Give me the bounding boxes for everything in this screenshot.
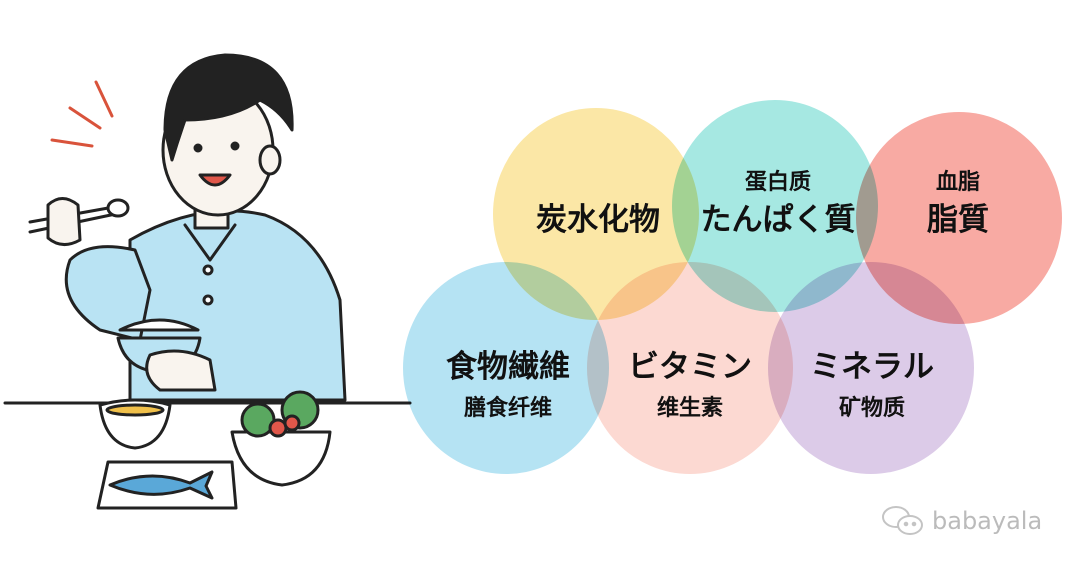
- watermark-text: babayala: [932, 507, 1043, 535]
- circle-fiber: [403, 262, 609, 474]
- watermark: babayala: [880, 504, 1042, 538]
- fat-label-ja: 脂質: [927, 202, 989, 238]
- vitamin-label-cn: 维生素: [656, 396, 724, 421]
- fiber-label-cn: 膳食纤维: [463, 396, 553, 421]
- protein-label-cn: 蛋白质: [744, 170, 812, 195]
- mineral-label-ja: ミネラル: [810, 349, 934, 385]
- fat-label-cn: 血脂: [935, 170, 981, 195]
- mineral-label-cn: 矿物质: [838, 396, 906, 421]
- circle-vitamin: [587, 262, 793, 474]
- carbohydrates-label: 炭水化物: [536, 202, 660, 238]
- protein-label-ja: たんぱく質: [700, 202, 856, 238]
- fiber-label-ja: 食物繊維: [446, 349, 570, 385]
- man-eating-illustration: [3, 53, 412, 510]
- wechat-icon: [882, 506, 923, 535]
- vitamin-label-ja: ビタミン: [628, 349, 752, 385]
- circle-mineral: [768, 262, 974, 474]
